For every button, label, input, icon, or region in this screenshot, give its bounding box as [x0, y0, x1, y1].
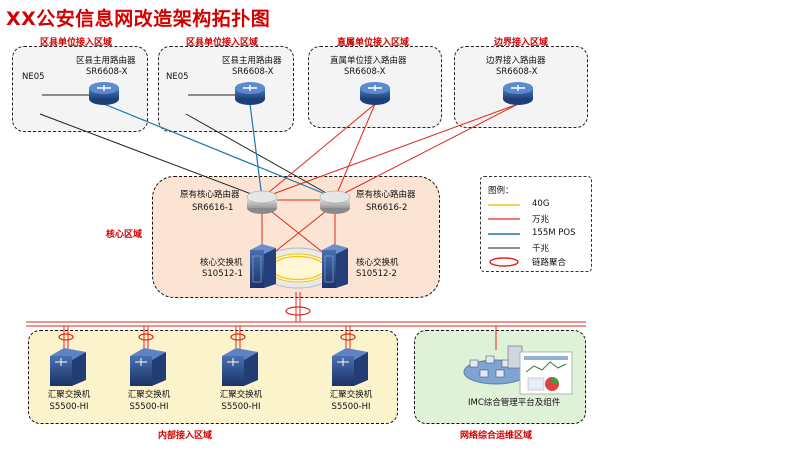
county-zone-1-label: 区县单位接入区域	[40, 38, 113, 48]
legend-155m-pos: 155M POS	[532, 228, 576, 238]
aggregation-switch-icon	[332, 348, 368, 386]
county-zone-2-label: 区县单位接入区域	[186, 38, 259, 48]
core-switch-1-name: 核心交换机	[200, 258, 243, 268]
router-name: 区县主用路由器	[76, 56, 136, 66]
router-icon	[360, 82, 390, 105]
aggregation-switch-icon	[222, 348, 258, 386]
ne05-label: NE05	[166, 72, 189, 82]
core-router-2-model: SR6616-2	[366, 203, 408, 213]
core-router-icon	[319, 190, 351, 214]
legend-title: 图例：	[488, 186, 514, 196]
core-router-2-name: 原有核心路由器	[356, 190, 416, 200]
agg-switch-model: S5500-HI	[49, 402, 89, 412]
aggregation-switch-icon	[130, 348, 166, 386]
router-model: SR6608-X	[86, 67, 128, 77]
ops-zone-label: 网络综合运维区域	[460, 431, 533, 441]
core-router-1-name: 原有核心路由器	[180, 190, 240, 200]
agg-switch-name: 汇聚交换机	[219, 390, 263, 400]
router-model: SR6608-X	[232, 67, 274, 77]
legend-10g: 万兆	[532, 215, 550, 225]
agg-switch-model: S5500-HI	[331, 402, 371, 412]
core-switch-2-name: 核心交换机	[356, 258, 399, 268]
inner-zone-label: 内部接入区域	[158, 431, 213, 441]
county-zone-2	[158, 46, 294, 132]
agg-switch-name: 汇聚交换机	[329, 390, 373, 400]
county-zone-1	[12, 46, 148, 132]
router-icon	[235, 82, 265, 105]
agg-switch-model: S5500-HI	[129, 402, 169, 412]
agg-switch-model: S5500-HI	[221, 402, 261, 412]
core-switch-1-model: S10512-1	[202, 269, 243, 279]
router-model: SR6608-X	[344, 67, 386, 77]
ne05-label: NE05	[22, 72, 45, 82]
router-model: SR6608-X	[496, 67, 538, 77]
core-switch-icon	[250, 244, 276, 288]
agg-switch-name: 汇聚交换机	[47, 390, 91, 400]
legend-box	[480, 176, 592, 272]
agg-switch-name: 汇聚交换机	[127, 390, 171, 400]
router-name: 区县主用路由器	[222, 56, 282, 66]
core-switch-2-model: S10512-2	[356, 269, 397, 279]
core-switch-icon	[322, 244, 348, 288]
page-title: XX公安信息网改造架构拓扑图	[6, 8, 271, 30]
core-router-1-model: SR6616-1	[192, 203, 234, 213]
legend-40g: 40G	[532, 199, 550, 209]
router-icon	[503, 82, 533, 105]
core-zone-label: 核心区域	[106, 230, 143, 240]
core-router-icon	[246, 190, 278, 214]
aggregation-switch-icon	[50, 348, 86, 386]
imc-platform-label: IMC综合管理平台及组件	[468, 398, 561, 408]
legend-1g: 千兆	[532, 244, 550, 254]
router-name: 直属单位接入路由器	[330, 56, 407, 66]
border-zone-label: 边界接入区域	[494, 38, 549, 48]
router-icon	[89, 82, 119, 105]
direct-zone-label: 直属单位接入区域	[337, 38, 410, 48]
imc-platform-icon	[463, 345, 573, 395]
legend-link-aggregation: 链路聚合	[532, 258, 567, 268]
router-name: 边界接入路由器	[486, 56, 546, 66]
